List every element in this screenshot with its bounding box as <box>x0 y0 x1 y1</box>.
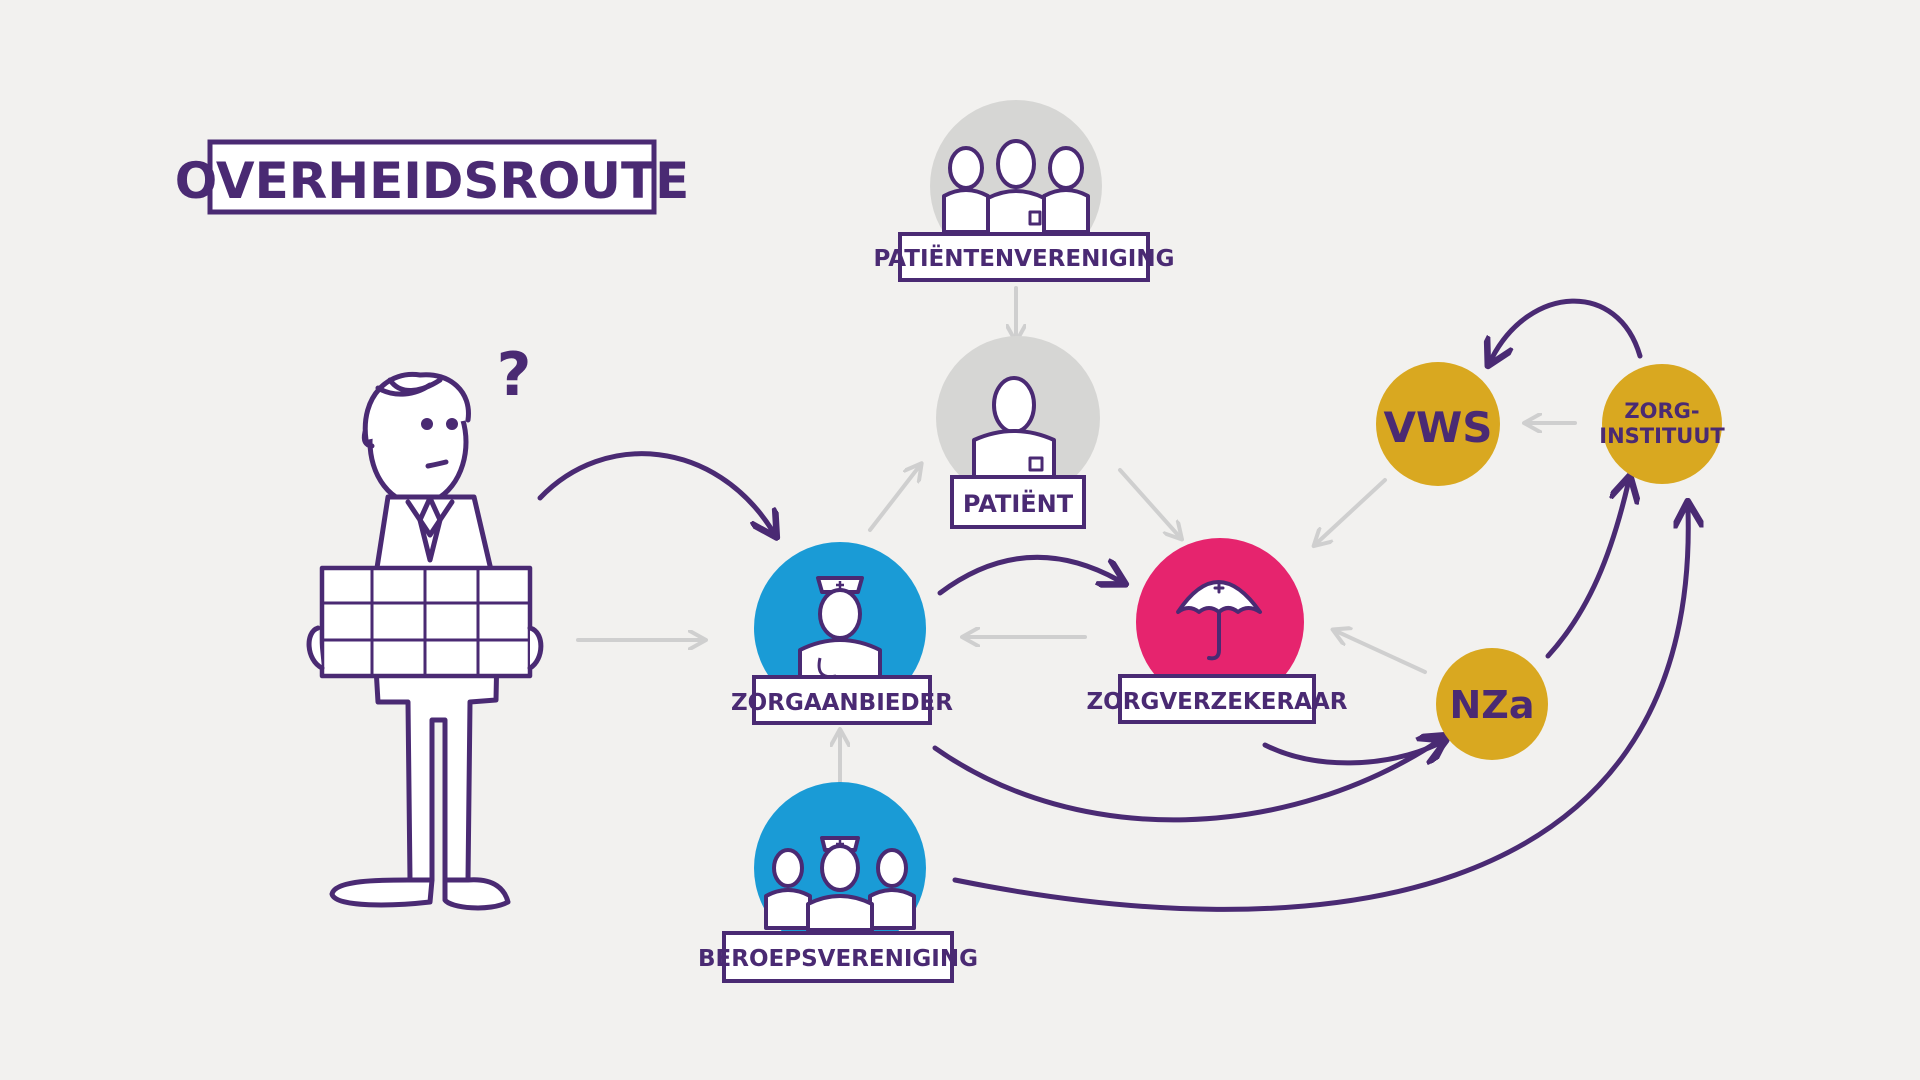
dark-arrows <box>537 298 1688 912</box>
arrow-nza-to-zorgverzekeraar <box>1338 632 1427 674</box>
arrow-zorgverzekeraar-to-nza <box>1262 744 1438 766</box>
arrow-zorgaanbieder-to-nza <box>932 740 1440 823</box>
arrow-patient-to-zorgverzekeraar <box>1118 468 1178 535</box>
label-zorginstituut-line1: ZORG- <box>1624 399 1699 423</box>
node-zorgverzekeraar: ZORGVERZEKERAAR <box>1087 538 1348 724</box>
arrow-nza-to-zorginstituut <box>1545 484 1628 659</box>
node-zorginstituut: ZORG- INSTITUUT <box>1599 364 1725 484</box>
patient-icon <box>972 376 1056 480</box>
label-zorgaanbieder: ZORGAANBIEDER <box>731 690 953 716</box>
patients-group-icon <box>942 139 1090 236</box>
title-box: OVERHEIDSROUTE <box>175 139 690 215</box>
arrow-zorgaanbieder-to-zorgverzekeraar <box>937 554 1118 596</box>
label-patient: PATIËNT <box>963 489 1074 518</box>
nurse-icon <box>798 576 882 682</box>
node-patient: PATIËNT <box>936 336 1100 529</box>
label-zorginstituut-line2: INSTITUUT <box>1599 424 1725 448</box>
care-team-icon <box>764 836 916 932</box>
page-title: OVERHEIDSROUTE <box>175 152 690 210</box>
umbrella-cross-icon <box>1176 580 1262 661</box>
label-patientenvereniging: PATIËNTENVERENIGING <box>874 244 1175 272</box>
node-zorgaanbieder: ZORGAANBIEDER <box>731 542 953 725</box>
label-vws: VWS <box>1383 403 1492 452</box>
node-vws: VWS <box>1376 362 1500 486</box>
node-beroepsvereniging: BEROEPSVERENIGING <box>698 782 978 983</box>
question-mark: ? <box>497 340 532 410</box>
node-patientenvereniging: PATIËNTENVERENIGING <box>874 100 1175 282</box>
faint-arrows <box>576 286 1577 787</box>
label-zorgverzekeraar: ZORGVERZEKERAAR <box>1087 689 1348 715</box>
arrow-vws-to-zorgverzekeraar <box>1318 478 1387 542</box>
person-with-map-icon <box>306 371 544 911</box>
arrow-man-to-zorgaanbieder <box>537 451 772 530</box>
node-nza: NZa <box>1436 648 1548 760</box>
label-nza: NZa <box>1450 683 1535 727</box>
arrow-zorginstituut-to-vws <box>1492 298 1643 358</box>
arrow-beroepsvereniging-to-zorginstituut <box>952 510 1688 912</box>
label-beroepsvereniging: BEROEPSVERENIGING <box>698 946 978 972</box>
arrow-zorgaanbieder-to-patient <box>868 468 918 532</box>
